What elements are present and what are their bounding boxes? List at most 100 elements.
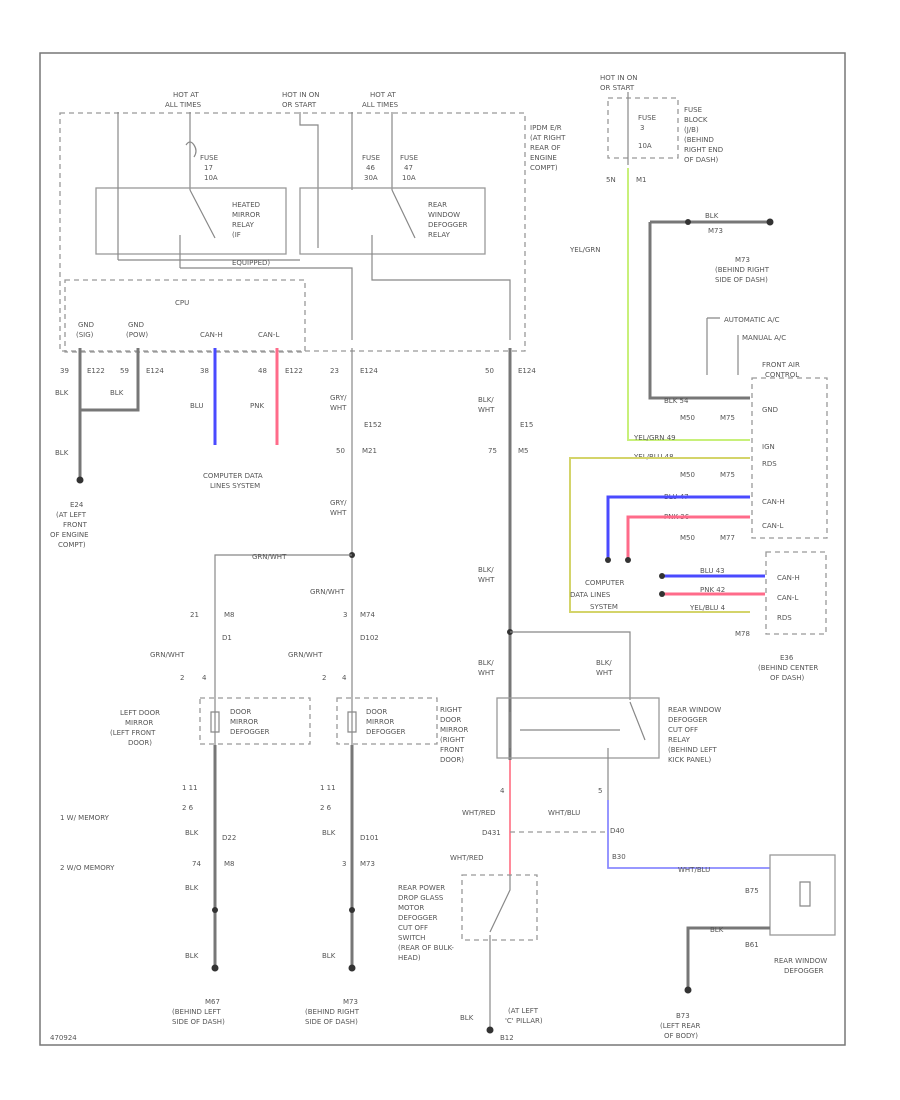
e36-label-2: OF DASH) — [770, 674, 805, 682]
blk-label-2: BLK — [110, 389, 124, 397]
yel-grn-label: YEL/GRN — [569, 246, 600, 254]
fuse-d-label: FUSE — [638, 114, 656, 122]
ldm-label-2: MIRROR — [125, 719, 153, 727]
fuse-a-label: FUSE — [200, 154, 218, 162]
ground-b73 — [684, 986, 692, 994]
rdm-label-4: (RIGHT — [440, 736, 465, 744]
rdm-label-2: DOOR — [440, 716, 461, 724]
can-h-lower-terminal — [659, 573, 665, 579]
fuse-d-amp: 10A — [638, 142, 652, 150]
rwdc-label-6: KICK PANEL) — [668, 756, 711, 764]
ground-wire-left — [78, 348, 140, 480]
fuse-block-label-3: (J/B) — [684, 126, 699, 134]
blu-label-1: BLU — [190, 402, 203, 410]
m1-conn: M1 — [636, 176, 647, 184]
wht-blu-wire — [607, 800, 770, 869]
b12-label: B12 — [500, 1034, 514, 1042]
wht-red-label-1: WHT/RED — [462, 809, 496, 817]
grn-wht-label-2: GRN/WHT — [310, 588, 345, 596]
blk-wht-label-3b: WHT — [478, 669, 495, 677]
fac-ign: IGN — [762, 443, 775, 451]
ground-m73c — [348, 964, 356, 972]
blk-label-4: BLK — [705, 212, 719, 220]
pin-21: 21 — [190, 611, 199, 619]
conn-e122b: E122 — [285, 367, 303, 375]
blk-wht-label-1b: WHT — [478, 406, 495, 414]
hot-on-label-2b: OR START — [600, 84, 635, 92]
pin-74: 74 — [192, 860, 201, 868]
fac-canh: CAN-H — [762, 498, 785, 506]
lower-can-box — [765, 551, 827, 635]
yel-grn-wire — [627, 168, 750, 441]
m67-label-2: SIDE OF DASH) — [172, 1018, 225, 1026]
heated-label-5: EQUIPPED) — [232, 259, 270, 267]
fuse-a-amp: 10A — [204, 174, 218, 182]
rdm-label-1: RIGHT — [440, 706, 463, 714]
pin-2b: 2 — [322, 674, 326, 682]
fuse-a-num: 17 — [204, 164, 213, 172]
rdm-label-5: FRONT — [440, 746, 465, 754]
rear-window-defogger-relay — [299, 187, 486, 255]
e24-label-1: (AT LEFT — [56, 511, 87, 519]
cdls-label-2: LINES SYSTEM — [210, 482, 260, 490]
rpdg-label-8: HEAD) — [398, 954, 421, 962]
e36-label-1: (BEHIND CENTER — [758, 664, 818, 672]
blk-label-7: BLK — [322, 829, 336, 837]
conn-e15: E15 — [520, 421, 533, 429]
cdls-label-3: COMPUTER — [585, 579, 624, 587]
m67-label-1: (BEHIND LEFT — [172, 1008, 221, 1016]
m73c-label-1: (BEHIND RIGHT — [305, 1008, 360, 1016]
e36-label: E36 — [780, 654, 794, 662]
rpdg-label-1: REAR POWER — [398, 884, 445, 892]
conn-e124b: E124 — [360, 367, 378, 375]
pin-39: 39 — [60, 367, 69, 375]
defogger-relay-coil — [180, 189, 511, 340]
blk-wht-label-3: BLK/ — [478, 659, 494, 667]
conn-m50: M50 — [680, 414, 695, 422]
heated-mirror-relay — [95, 187, 287, 255]
cdls-label-5: SYSTEM — [590, 603, 618, 611]
ac-selector — [706, 317, 739, 375]
fuse-c-num: 47 — [404, 164, 413, 172]
rwdc-label-3: CUT OFF — [668, 726, 698, 734]
conn-m75: M75 — [720, 414, 735, 422]
conn-d40: D40 — [610, 827, 624, 835]
grn-wht-label-4: GRN/WHT — [288, 651, 323, 659]
blk-wht-label-4: BLK/ — [596, 659, 612, 667]
can-l-lower-terminal — [659, 591, 665, 597]
grn-wht-label-1: GRN/WHT — [252, 553, 287, 561]
rwd-label-1: REAR WINDOW — [774, 957, 827, 965]
blk-label-11: BLK — [460, 1014, 474, 1022]
fuse-block-label-5: RIGHT END — [684, 146, 723, 154]
pin-50b: 50 — [336, 447, 345, 455]
fac-rds: RDS — [762, 460, 777, 468]
dmd-label-5: MIRROR — [366, 718, 394, 726]
blu-43: BLU 43 — [700, 567, 725, 575]
pin-59: 59 — [120, 367, 129, 375]
gnd-pow-label: GND — [128, 321, 144, 329]
m1-pin: 5N — [606, 176, 616, 184]
m73-label-1: M73 — [735, 256, 750, 264]
ground-m73-dot-a — [685, 219, 691, 225]
e24-label-4: COMPT) — [58, 541, 86, 549]
cutoff-relay-internals — [509, 701, 646, 800]
hot-label-2: HOT AT — [370, 91, 397, 99]
blk-wht-branch — [510, 631, 631, 700]
pin-5: 5 — [598, 787, 602, 795]
hot-on-label-1b: OR START — [282, 101, 317, 109]
grn-wht-wire-left — [214, 554, 352, 760]
b73-label-2: OF BODY) — [664, 1032, 698, 1040]
pin-3b: 3 — [342, 860, 346, 868]
blk-wht-label-4b: WHT — [596, 669, 613, 677]
conn-m8: M8 — [224, 611, 235, 619]
cpu-label: CPU — [175, 299, 189, 307]
fuse-b-num: 46 — [366, 164, 375, 172]
conn-e152: E152 — [364, 421, 382, 429]
conn-m50b: M50 — [680, 471, 695, 479]
conn-e124a: E124 — [146, 367, 164, 375]
blk-label-6: BLK — [185, 884, 199, 892]
canl3-label: CAN-L — [777, 594, 798, 602]
fuse-a-symbol — [185, 141, 197, 158]
conn-m78: M78 — [735, 630, 750, 638]
wht-blu-label-2: WHT/BLU — [678, 866, 710, 874]
